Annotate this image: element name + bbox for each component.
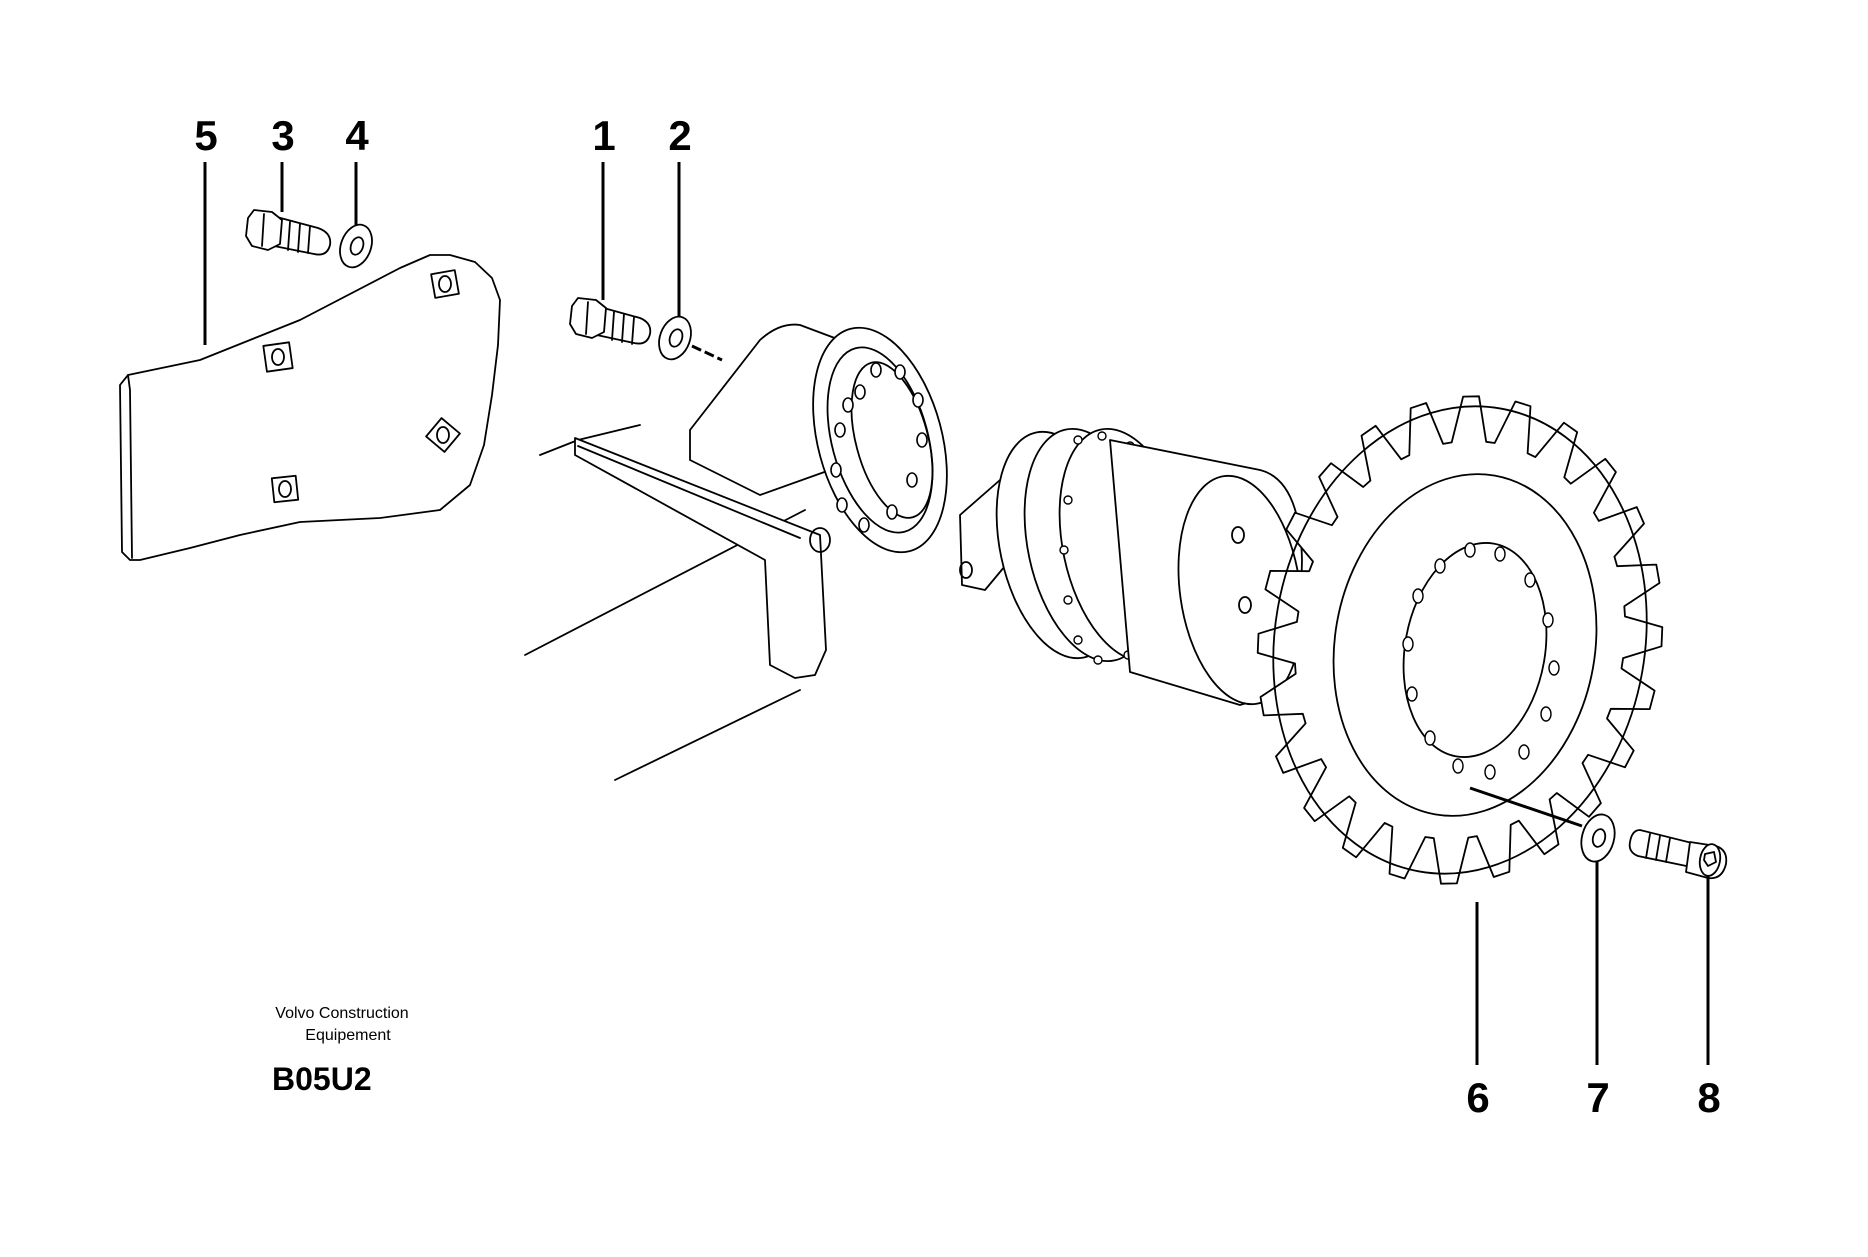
bolt-part-3 bbox=[245, 209, 332, 256]
caption-equipement: Equipement bbox=[305, 1027, 391, 1044]
screw-part-8 bbox=[1628, 829, 1728, 880]
cover-plate-part-5 bbox=[119, 254, 501, 561]
track-frame bbox=[524, 323, 948, 781]
washer-part-7 bbox=[1580, 813, 1616, 863]
plate-nut-icon bbox=[270, 474, 300, 504]
sprocket-part-6 bbox=[1256, 395, 1664, 885]
plate-nut-icon bbox=[425, 417, 461, 453]
callout-8: 8 bbox=[1697, 1074, 1720, 1121]
drawing-code: B05U2 bbox=[272, 1061, 372, 1097]
callout-2: 2 bbox=[668, 112, 691, 159]
callout-5: 5 bbox=[194, 112, 217, 159]
caption-company: Volvo Construction bbox=[275, 1005, 408, 1022]
callout-4: 4 bbox=[345, 112, 369, 159]
callout-6: 6 bbox=[1466, 1074, 1489, 1121]
callout-1: 1 bbox=[592, 112, 615, 159]
washer-part-2 bbox=[658, 315, 723, 362]
sprocket-bolt-hole-icon bbox=[1402, 542, 1560, 780]
washer-part-4 bbox=[339, 223, 373, 269]
bolt-part-1 bbox=[569, 297, 652, 345]
callout-7: 7 bbox=[1586, 1074, 1609, 1121]
plate-nut-icon bbox=[430, 269, 460, 299]
travel-motor bbox=[959, 427, 1303, 706]
housing-bolt-hole-icon bbox=[830, 362, 928, 533]
callout-leader-lines bbox=[203, 162, 1710, 1065]
plate-nut-icon bbox=[262, 341, 294, 373]
callout-3: 3 bbox=[271, 112, 294, 159]
